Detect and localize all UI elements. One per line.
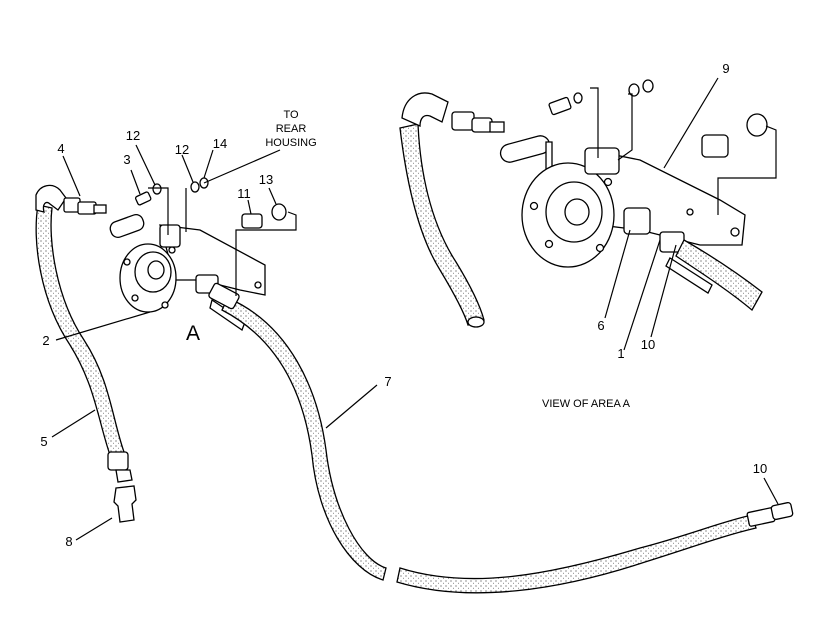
callout-12-left: 12: [126, 128, 140, 143]
hose-5-end-fitting: [107, 451, 129, 471]
hose-7-lower: [396, 514, 757, 594]
view-pump: [521, 147, 746, 294]
callout-10-view: 10: [641, 337, 655, 352]
view-hose-right: [675, 239, 763, 312]
callout-6: 6: [597, 318, 604, 333]
to-rear-housing-line2: REAR: [276, 123, 307, 135]
connector-4: [63, 197, 107, 215]
callout-1: 1: [617, 346, 624, 361]
washer-12-right: [190, 181, 200, 193]
area-marker-a: A: [186, 322, 200, 345]
view-a-assembly: [399, 79, 777, 328]
left-assembly: [35, 177, 794, 594]
bolt-11: [241, 213, 263, 229]
callout-11: 11: [237, 186, 251, 201]
fitting-10-lower: [770, 501, 794, 521]
view-connector: [451, 111, 505, 133]
callout-7: 7: [384, 374, 391, 389]
fitting-8: [113, 485, 137, 523]
callout-2: 2: [42, 333, 49, 348]
elbow-fitting-top: [35, 184, 67, 213]
pump-2: [109, 213, 266, 332]
view-elbow: [401, 92, 449, 127]
hose-5-nut: [115, 469, 133, 483]
leader-lines: [51, 77, 779, 541]
washer-12-left: [152, 183, 162, 195]
to-rear-housing-line3: HOUSING: [265, 137, 316, 149]
callout-12-right: 12: [175, 142, 189, 157]
hose-7-pump-fitting: [208, 282, 240, 310]
callout-4: 4: [57, 141, 64, 156]
to-rear-housing-line1: TO: [283, 109, 299, 121]
bolt-3: [134, 191, 152, 206]
callout-9: 9: [722, 61, 729, 76]
view-bolt-top: [548, 96, 572, 116]
callout-3: 3: [123, 152, 130, 167]
hose-5: [35, 204, 125, 456]
callout-8: 8: [65, 534, 72, 549]
view-title: VIEW OF AREA A: [542, 398, 631, 410]
hose-7: [221, 297, 387, 581]
view-bolt-right: [701, 134, 729, 158]
callout-14: 14: [213, 136, 227, 151]
callout-5: 5: [40, 434, 47, 449]
labels: TO REAR HOUSING A VIEW OF AREA A 4 3 12 …: [40, 61, 767, 549]
view-hose-left: [399, 123, 485, 326]
callout-10-lower: 10: [753, 461, 767, 476]
washer-13: [271, 203, 287, 221]
callout-13: 13: [259, 172, 273, 187]
hose-7-end-fitting: [746, 507, 776, 527]
